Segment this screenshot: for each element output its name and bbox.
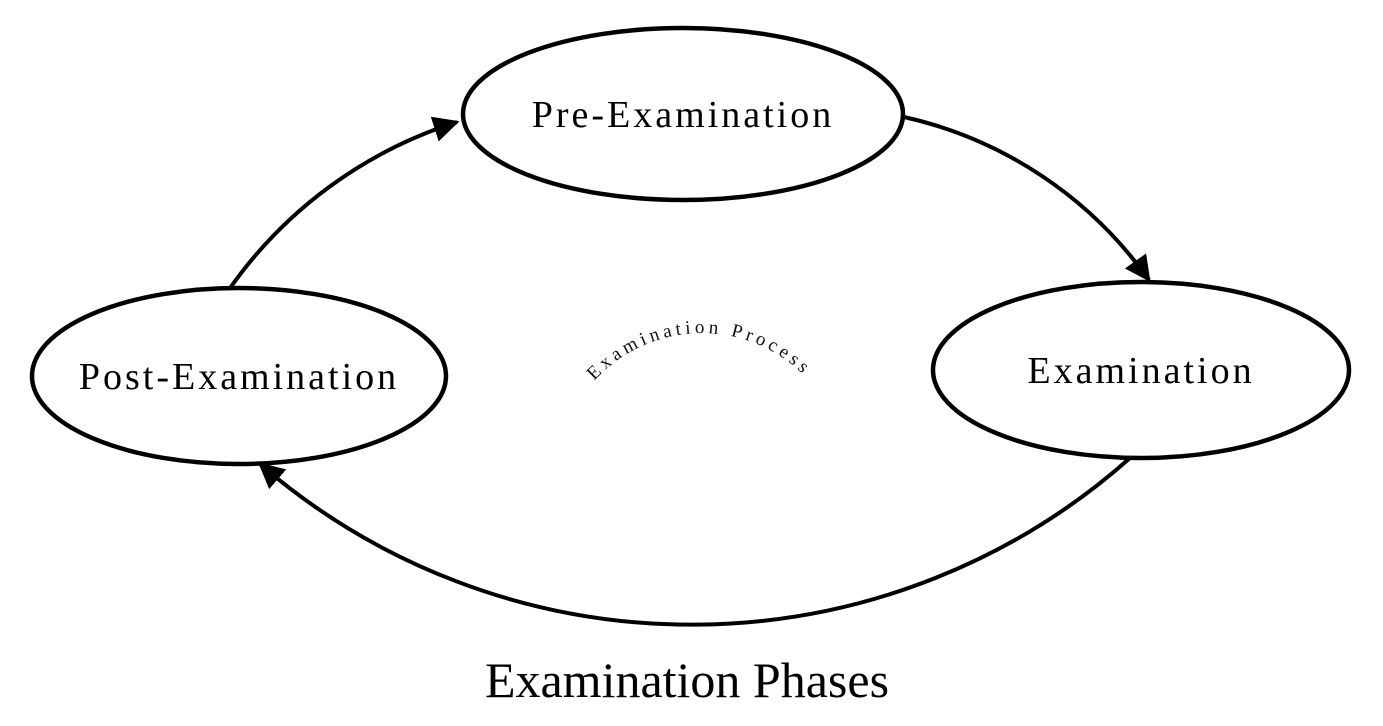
edge-post-to-pre-arrow — [226, 116, 460, 293]
node-post-examination-ellipse — [29, 285, 449, 467]
edge-pre-to-exam-arrow — [903, 115, 1151, 283]
center-curved-label-text: Examination Process — [583, 317, 816, 384]
node-post-examination-label: Post-Examination — [79, 356, 399, 398]
edge-exam-to-post-arrow — [258, 456, 1132, 627]
node-pre-examination-ellipse — [460, 25, 906, 203]
diagram-title: Examination Phases — [485, 652, 889, 708]
center-curved-label: Examination Process — [583, 317, 812, 384]
node-examination-ellipse — [930, 279, 1352, 461]
node-examination-label: Examination — [1027, 350, 1254, 392]
node-pre-examination-label: Pre-Examination — [532, 94, 834, 136]
